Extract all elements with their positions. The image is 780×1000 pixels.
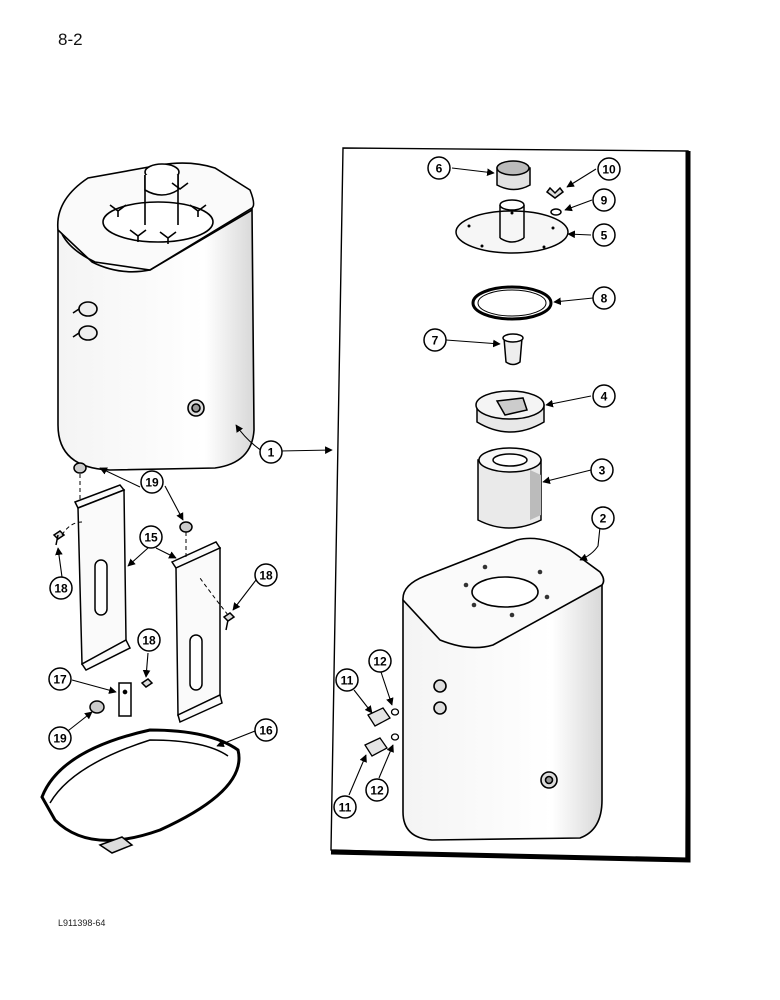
exploded-view-frame [330, 147, 691, 863]
callout-circle [592, 223, 616, 247]
callout-circle [254, 718, 278, 742]
callout-number: 8 [601, 292, 608, 306]
callout-circle [365, 778, 389, 802]
figure-id: L911398-64 [58, 918, 106, 928]
callout-c18c: 18 [137, 628, 161, 652]
callout-circle [137, 628, 161, 652]
callout-circle [597, 157, 621, 181]
callout-c5: 5 [592, 223, 616, 247]
callout-number: 19 [145, 476, 159, 490]
callout-c19a: 19 [140, 470, 164, 494]
callout-circle [254, 563, 278, 587]
callout-c17: 17 [48, 667, 72, 691]
callout-circle [139, 525, 163, 549]
callout-circle [591, 506, 615, 530]
callout-number: 16 [259, 724, 273, 738]
reservoir-tank [402, 537, 605, 841]
reservoir-assembly [56, 162, 255, 471]
callout-number: 5 [601, 229, 608, 243]
callout-number: 4 [601, 390, 608, 404]
callout-number: 11 [341, 674, 354, 688]
callout-c6: 6 [427, 156, 451, 180]
callout-number: 19 [53, 732, 67, 746]
callout-c8: 8 [592, 286, 616, 310]
callout-circle [592, 384, 616, 408]
leader-lines [55, 167, 601, 796]
callout-circle [140, 470, 164, 494]
callout-c7: 7 [423, 328, 447, 352]
callout-circle [48, 726, 72, 750]
exploded-parts [455, 160, 569, 529]
alignment-lines [61, 474, 229, 616]
callout-circle [368, 649, 392, 673]
callout-number: 17 [53, 673, 67, 687]
callout-circle [333, 795, 357, 819]
callout-c18a: 18 [49, 576, 73, 600]
page-number: 8-2 [58, 30, 83, 49]
callout-number: 6 [436, 162, 443, 176]
callout-circle [335, 668, 359, 692]
callout-number: 3 [599, 464, 606, 478]
callout-c11a: 11 [335, 668, 359, 692]
callout-number: 12 [370, 784, 384, 798]
callout-number: 7 [432, 334, 439, 348]
mounting-brackets [40, 462, 241, 854]
callout-c1: 1 [259, 440, 283, 464]
callout-c4: 4 [592, 384, 616, 408]
callout-c18b: 18 [254, 563, 278, 587]
callout-circle [592, 286, 616, 310]
callout-number: 15 [144, 531, 158, 545]
callout-number: 18 [259, 569, 273, 583]
callout-circle [423, 328, 447, 352]
callout-number: 18 [54, 582, 68, 596]
callout-c16: 16 [254, 718, 278, 742]
callout-circle [590, 458, 614, 482]
callout-number: 11 [339, 801, 352, 815]
callout-c3: 3 [590, 458, 614, 482]
callout-number: 12 [373, 655, 387, 669]
callout-c10: 10 [597, 157, 621, 181]
callout-c12b: 12 [365, 778, 389, 802]
callout-circle [592, 188, 616, 212]
callout-c19b: 19 [48, 726, 72, 750]
callout-circle [427, 156, 451, 180]
callout-number: 10 [602, 163, 616, 177]
fittings [364, 707, 400, 757]
callout-circle [48, 667, 72, 691]
callout-c15: 15 [139, 525, 163, 549]
callout-c9: 9 [592, 188, 616, 212]
callout-number: 2 [600, 512, 607, 526]
callout-number: 9 [601, 194, 608, 208]
callout-c12a: 12 [368, 649, 392, 673]
callout-number: 1 [268, 446, 275, 460]
callout-c11b: 11 [333, 795, 357, 819]
callout-number: 18 [142, 634, 156, 648]
callout-c2: 2 [591, 506, 615, 530]
callout-circle [259, 440, 283, 464]
callout-circle [49, 576, 73, 600]
